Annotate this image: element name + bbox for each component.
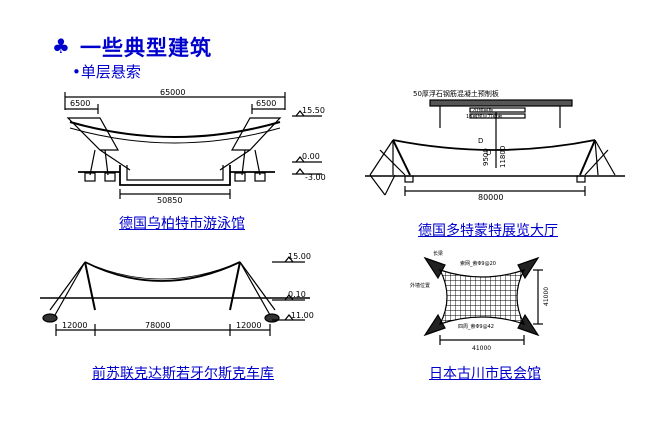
- fig2-h1: 9500: [482, 148, 490, 166]
- fig2-note2: 20预制板二: [472, 107, 498, 114]
- fig2-span-label: 80000: [478, 193, 503, 202]
- page-subtitle: •单层悬索: [72, 63, 141, 81]
- caption-furukawa-hall[interactable]: 日本古川市民会馆: [429, 366, 541, 382]
- caption-wuppertal-pool[interactable]: 德国乌柏特市游泳馆: [119, 216, 245, 232]
- fig3-elev-bottom: -11.00: [288, 311, 314, 320]
- fig2-note3: 13钢预应力钢索: [466, 113, 502, 120]
- fig3-elev-mid: 0.10: [288, 290, 306, 299]
- fig4-label-net: 索网_索Φ9@20: [460, 260, 496, 267]
- fig1-elev-top: 15.50: [302, 106, 325, 115]
- fig4-label-edge: 四周_索Φ9@42: [458, 323, 494, 330]
- fig2-d2: D: [486, 149, 491, 157]
- club-suit-icon: ♣: [52, 34, 70, 58]
- fig1-right-cantilever-label: 6500: [256, 99, 276, 108]
- fig2-d1: D: [478, 137, 483, 145]
- fig1-elev-ground: 0.00: [302, 152, 320, 161]
- fig3-left-label: 12000: [62, 321, 87, 330]
- fig1-base-label: 50850: [157, 196, 182, 205]
- caption-dortmund-hall[interactable]: 德国多特蒙特展览大厅: [418, 223, 558, 239]
- fig1-elev-bottom: -3.00: [305, 173, 326, 182]
- fig3-center-label: 78000: [145, 321, 170, 330]
- fig3-right-label: 12000: [236, 321, 261, 330]
- page-title: 一些典型建筑: [80, 36, 212, 60]
- fig1-span-label: 65000: [160, 88, 185, 97]
- fig4-label-wall: 外墙位置: [410, 282, 430, 289]
- subtitle-text: 单层悬索: [80, 63, 141, 81]
- fig1-left-cantilever-label: 6500: [70, 99, 90, 108]
- caption-krasnoyarsk-garage[interactable]: 前苏联克达斯若牙尔斯克车库: [92, 366, 274, 382]
- fig4-dim-bottom: 41000: [472, 345, 491, 352]
- fig4-dim-side: 41000: [543, 287, 550, 306]
- fig2-top-note: 50厚浮石钢筋混凝土预制板: [413, 89, 499, 98]
- fig3-elev-top: 15.00: [288, 252, 311, 261]
- fig2-h2: 11800: [499, 146, 507, 168]
- fig4-label-beam: 长梁: [433, 250, 443, 257]
